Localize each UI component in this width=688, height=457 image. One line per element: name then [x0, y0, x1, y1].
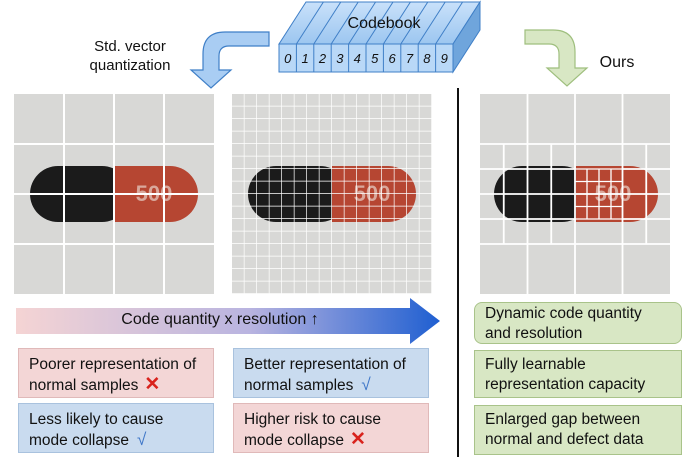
- codebook-index: 2: [318, 51, 327, 66]
- enlarged-gap-box: Enlarged gap between normal and defect d…: [474, 405, 682, 455]
- resolution-arrow: [16, 298, 440, 344]
- dynamic-code-box: Dynamic code quantity and resolution: [474, 302, 682, 344]
- check-icon: √: [136, 430, 147, 449]
- fine-grid-image: 500: [232, 94, 432, 294]
- codebook-index: 0: [284, 51, 292, 66]
- box-text: Poorer representation of normal samples: [29, 356, 197, 394]
- codebook-block: Codebook 0 1 2 3 4 5 6 7 8 9: [278, 0, 481, 74]
- better-representation-box: Better representation of normal samples√: [233, 348, 429, 398]
- cross-icon: ✕: [144, 374, 161, 395]
- ours-label: Ours: [599, 54, 635, 71]
- learnable-capacity-box: Fully learnable representation capacity: [474, 350, 682, 398]
- codebook-index: 9: [441, 51, 448, 66]
- codebook-index: 1: [301, 51, 308, 66]
- check-icon: √: [361, 375, 371, 394]
- divider: [457, 88, 459, 457]
- cross-icon: ✕: [349, 429, 366, 450]
- coarse-grid-image: 500: [14, 94, 214, 294]
- box-text: Dynamic code quantity and resolution: [485, 305, 642, 342]
- box-text: Less likely to cause mode collapse: [29, 411, 164, 449]
- codebook-title: Codebook: [348, 15, 422, 32]
- curved-arrow-left-icon: [189, 31, 270, 89]
- box-text: Enlarged gap between normal and defect d…: [485, 411, 644, 448]
- codebook-index: 3: [336, 51, 344, 66]
- box-text: Better representation of normal samples: [244, 356, 406, 394]
- poorer-representation-box: Poorer representation of normal samples✕: [18, 348, 214, 398]
- box-text: Fully learnable representation capacity: [485, 356, 646, 393]
- codebook-index: 7: [406, 51, 414, 66]
- higher-risk-collapse-box: Higher risk to cause mode collapse✕: [233, 403, 429, 453]
- curved-arrow-right-icon: [524, 29, 589, 87]
- codebook-index: 4: [354, 51, 361, 66]
- box-text: Higher risk to cause mode collapse: [244, 411, 381, 449]
- adaptive-grid-image: 500: [480, 94, 670, 294]
- std-vq-label: Std. vector quantization: [89, 38, 171, 74]
- less-likely-collapse-box: Less likely to cause mode collapse√: [18, 403, 214, 453]
- codebook-index: 5: [371, 51, 379, 66]
- codebook-index: 6: [388, 51, 396, 66]
- codebook-index: 8: [423, 51, 431, 66]
- arrow-label: Code quantity x resolution ↑: [121, 311, 319, 328]
